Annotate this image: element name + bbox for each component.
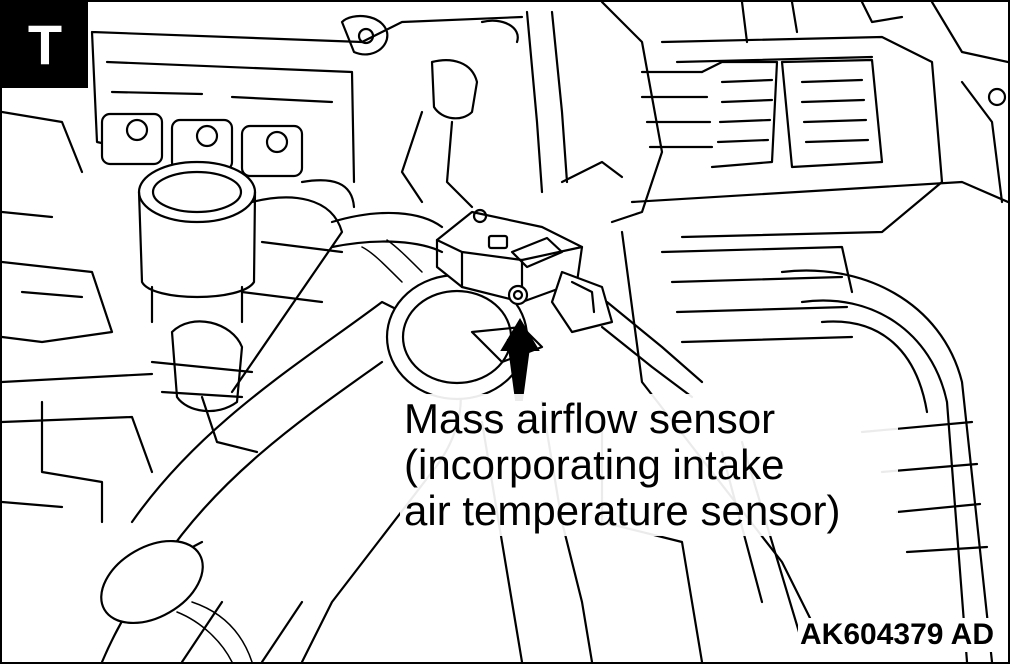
callout-line-2: (incorporating intake: [404, 441, 785, 488]
filler-neck: [137, 160, 257, 324]
upper-hoses: [330, 10, 569, 254]
corner-tag: T: [2, 2, 88, 88]
callout-line-3: air temperature sensor): [404, 487, 841, 534]
engine-cover: [2, 14, 524, 344]
callout-label: Mass airflow sensor (incorporating intak…: [400, 394, 898, 536]
callout-line-1: Mass airflow sensor: [404, 395, 776, 442]
left-hoses: [2, 179, 356, 524]
sensor-connector: [550, 160, 704, 399]
reference-code: AK604379 AD: [798, 618, 996, 652]
air-cleaner-box: [600, 2, 1008, 239]
